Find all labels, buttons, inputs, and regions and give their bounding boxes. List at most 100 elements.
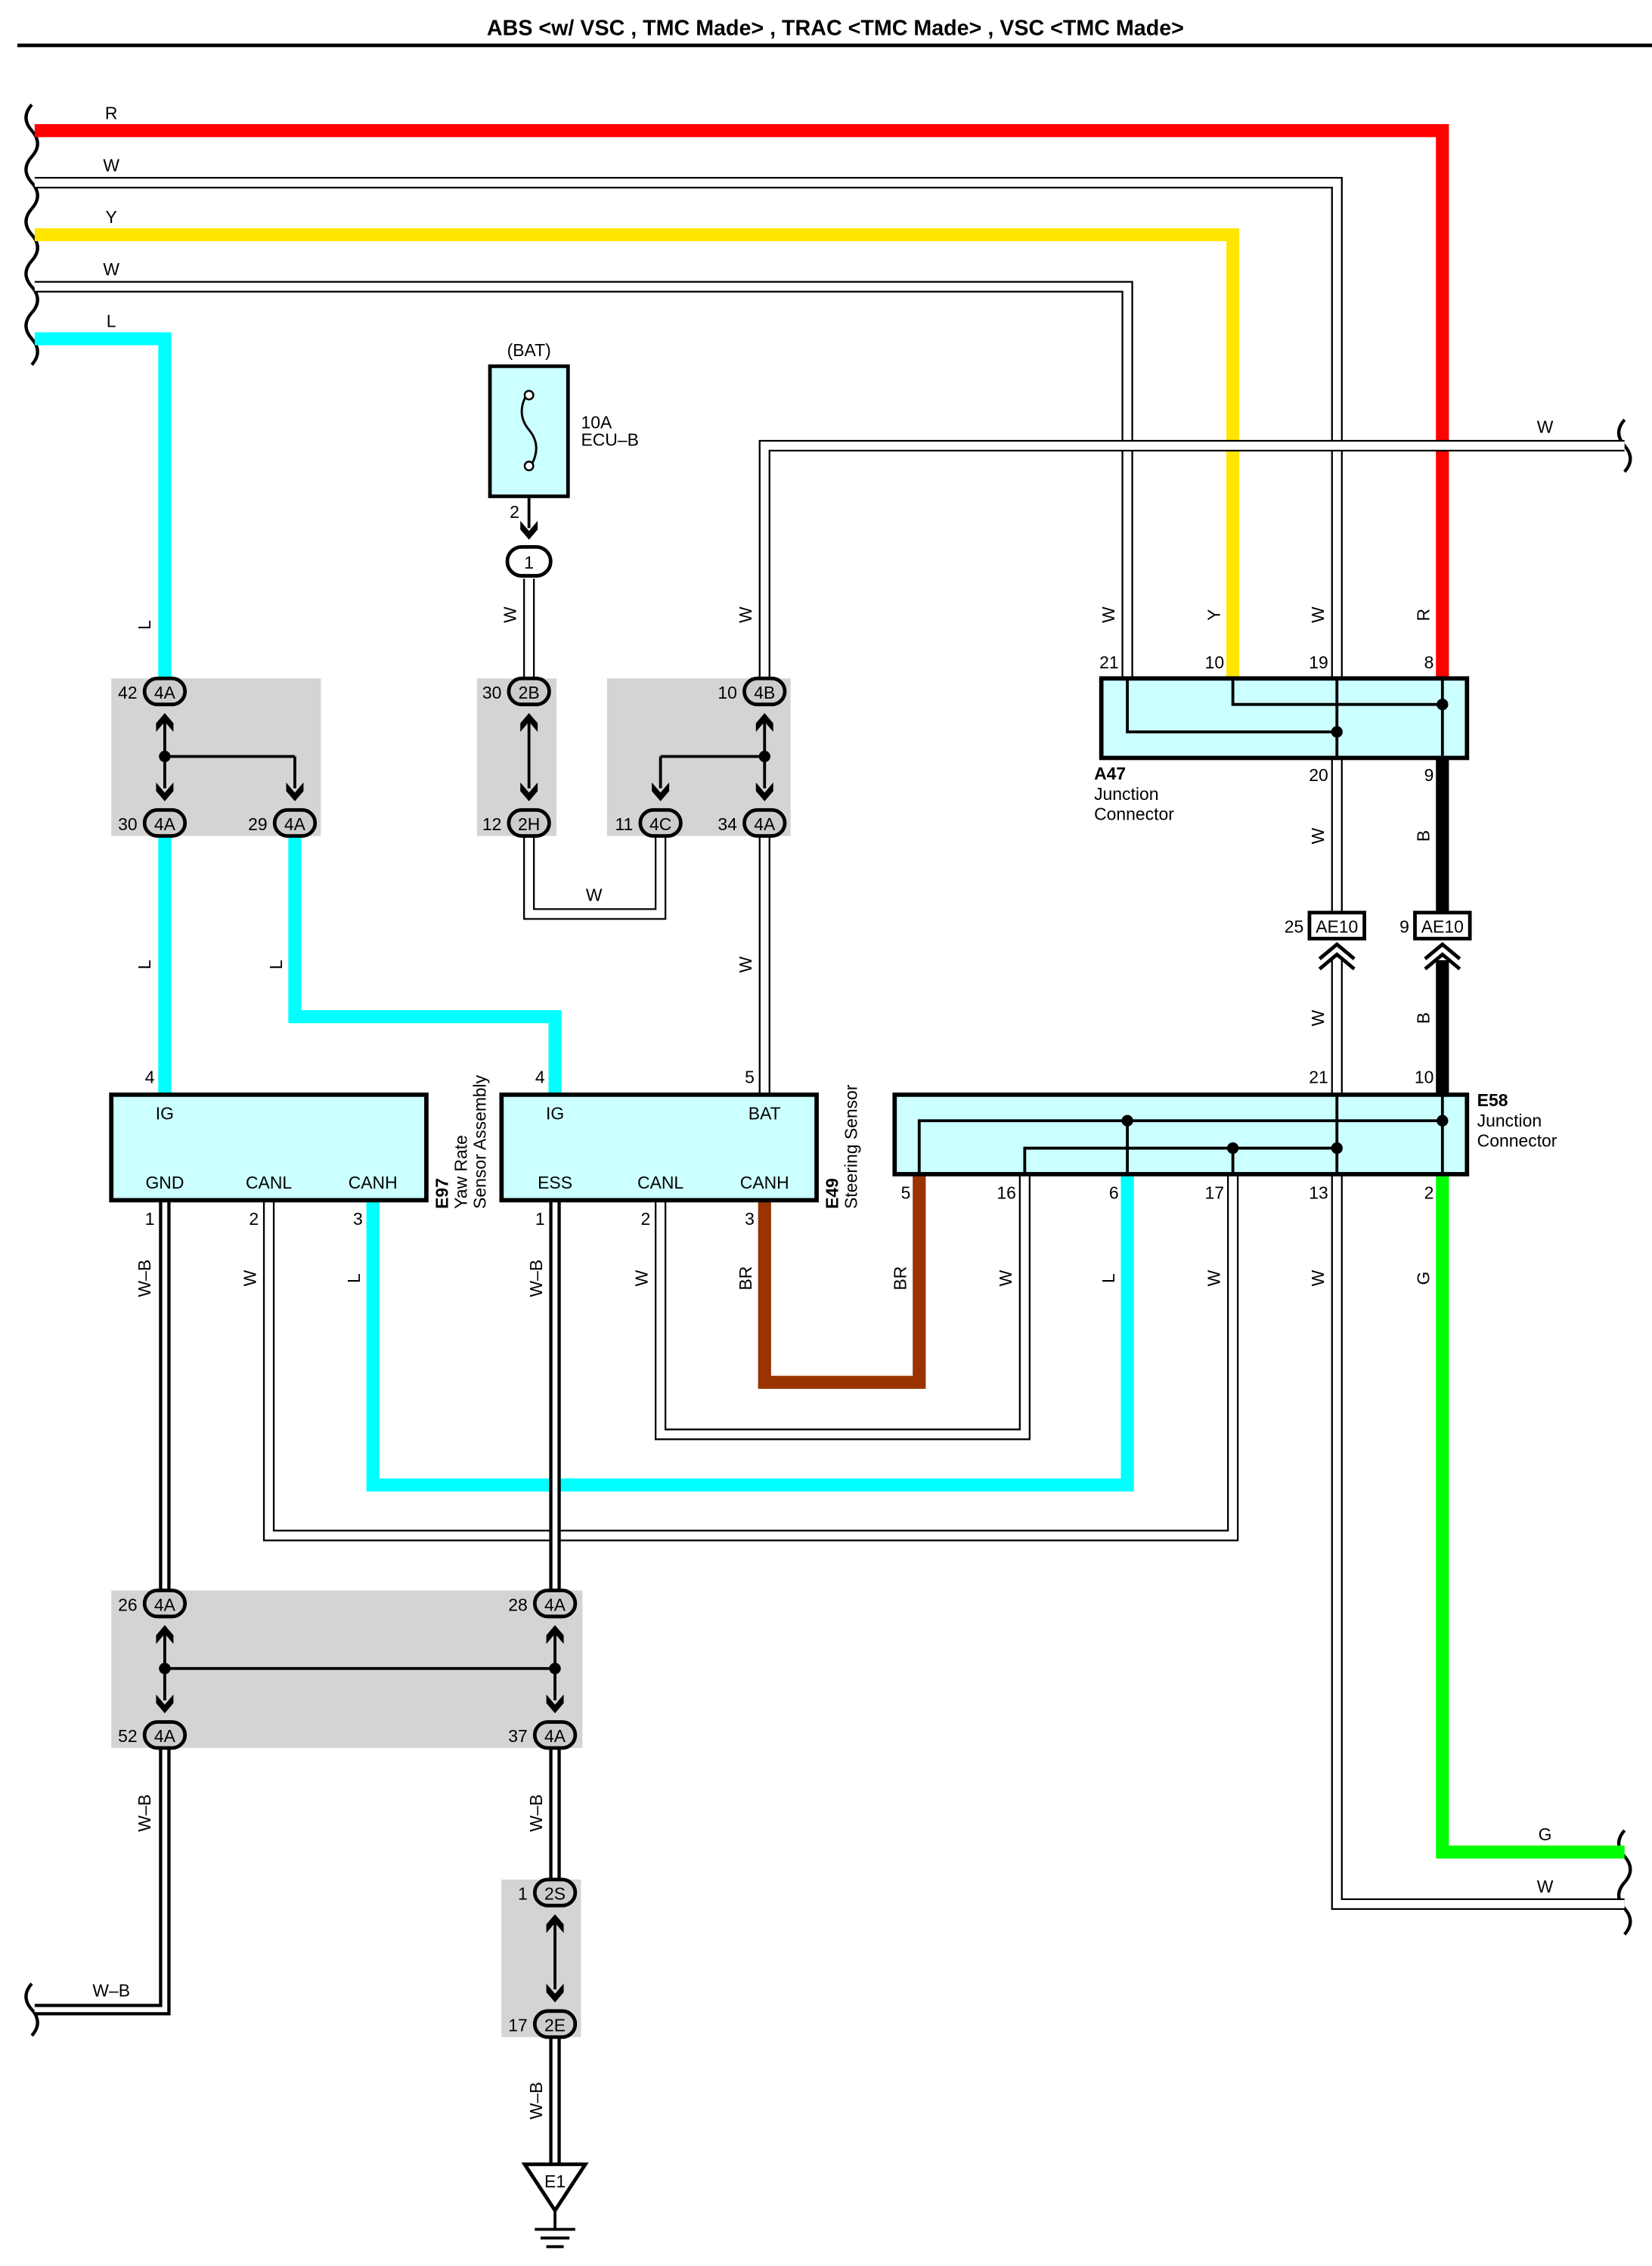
label-j2e-code: 2E (544, 2016, 566, 2035)
label-pin_nums-p9: 9 (1424, 765, 1434, 785)
label-wire_labels-l: L (135, 620, 154, 630)
label-j4b-pin: 10 (718, 683, 737, 702)
label-wire_labels-r: R (105, 103, 118, 122)
label-pins-gnd: GND (145, 1173, 184, 1192)
e58-name: Junction (1477, 1111, 1542, 1130)
label-wire_labels-br: BR (736, 1266, 755, 1291)
wire-white-2 (34, 281, 1133, 679)
label-j42-code: 4A (154, 683, 176, 702)
label-j4b-code: 4B (754, 683, 775, 702)
component-e58: 21 10 5 16 6 17 13 2 E58 Junction Connec… (892, 1068, 1557, 1202)
label-wire_labels-wb: W–B (92, 1981, 130, 2001)
wire-yellow (34, 228, 1240, 679)
fuse-source-label: (BAT) (507, 340, 551, 360)
label-j34-code: 4A (754, 814, 776, 834)
label-wire_labels-br: BR (891, 1266, 910, 1291)
label-j2e-pin: 17 (508, 2016, 527, 2035)
a47-name2: Connector (1094, 804, 1174, 824)
label-wire_labels-w: W (1537, 417, 1554, 436)
label-pin_nums-ig: 4 (145, 1068, 155, 1087)
label-pin_nums-ig: 4 (535, 1068, 545, 1087)
label-j34-pin: 34 (718, 814, 737, 834)
label-wire_labels-w: W (586, 885, 603, 905)
component-e97: IG GND CANL CANH 4 1 2 3 E97 Yaw Rate Se… (109, 1068, 489, 1229)
label-pin_nums-canl: 2 (640, 1209, 650, 1229)
label-pin_nums-p16: 16 (996, 1183, 1016, 1202)
label-pin_nums-canh: 3 (745, 1209, 755, 1229)
label-pins-canl: CANL (637, 1173, 683, 1192)
label-pin_nums-bat: 5 (745, 1068, 755, 1087)
label-j2b-pin: 30 (482, 683, 502, 702)
label-wire_labels-w: W (1308, 827, 1328, 844)
e49-code: E49 (823, 1178, 842, 1209)
label-j28-pin: 28 (508, 1595, 527, 1614)
label-pin_nums-gnd: 1 (145, 1209, 155, 1229)
label-pins-ig: IG (156, 1103, 174, 1123)
label-j26-code: 4A (154, 1595, 176, 1614)
label-wire_labels-w: W (736, 606, 755, 623)
label-ae25-pin: 25 (1285, 917, 1304, 937)
label-pins-ess: ESS (538, 1173, 572, 1192)
label-wire_labels-r: R (1414, 609, 1433, 622)
label-pin_nums-p10: 10 (1205, 653, 1225, 672)
fuse-pin-label: 2 (510, 502, 519, 522)
label-pin_nums-p17: 17 (1205, 1183, 1225, 1202)
splice-backgrounds (111, 678, 791, 2038)
label-wire_labels-w: W (996, 1269, 1015, 1286)
ground-e1: E1 (521, 2162, 589, 2249)
label-j2h-pin: 12 (482, 814, 502, 834)
label-wire_labels-b: B (1414, 830, 1433, 842)
label-wire_labels-wb: W–B (526, 1260, 546, 1297)
label-pin_nums-p5: 5 (901, 1183, 911, 1202)
label-j30-pin: 30 (118, 814, 138, 834)
label-pin_nums-p13: 13 (1309, 1183, 1328, 1202)
label-pin_nums-canh: 3 (353, 1209, 363, 1229)
label-pin_nums-p2: 2 (1424, 1183, 1434, 1202)
wire-blue-l-e49 (288, 835, 562, 1095)
wire-white-2h-4c (523, 835, 667, 920)
label-j4c-pin: 11 (615, 814, 633, 834)
label-pin_nums-p21: 21 (1309, 1068, 1328, 1087)
label-wire_labels-g: G (1414, 1272, 1433, 1285)
wire-wb-52-out (34, 1747, 171, 2016)
break-marks-left (24, 103, 39, 2037)
e97-name: Yaw Rate (451, 1135, 470, 1209)
wire-white-canl-e97 (262, 1173, 1239, 1542)
label-wire_labels-w: W (1308, 606, 1328, 623)
label-wire_labels-w: W (1204, 1269, 1223, 1286)
label-ae9-pin: 9 (1399, 917, 1409, 937)
label-ground-code: E1 (544, 2171, 566, 2191)
label-pin_nums-p21: 21 (1099, 653, 1119, 672)
label-j52-code: 4A (154, 1726, 176, 1746)
label-pin_nums-p19: 19 (1309, 653, 1328, 672)
label-wire_labels-l: L (135, 959, 154, 969)
label-wire_labels-w: W (500, 606, 519, 623)
splice-2s-2e: 2S 1 2E 17 (508, 1877, 578, 2039)
e97-code: E97 (432, 1178, 452, 1209)
label-pin_nums-p20: 20 (1309, 765, 1328, 785)
label-j37-pin: 37 (508, 1726, 527, 1746)
label-j30-code: 4A (154, 814, 176, 834)
label-wire_labels-w: W (631, 1269, 651, 1286)
label-ae25-code: AE10 (1316, 917, 1358, 937)
label-wire_labels-wb: W–B (526, 1794, 546, 1832)
label-wire_labels-w: W (103, 259, 119, 279)
page-title: ABS <w/ VSC , TMC Made> , TRAC <TMC Made… (487, 17, 1184, 41)
label-pin_nums-ess: 1 (535, 1209, 545, 1229)
label-j4c-code: 4C (649, 814, 671, 834)
wire-brown-br (758, 1173, 926, 1389)
e58-name2: Connector (1477, 1131, 1557, 1151)
label-wire_labels-l: L (107, 312, 116, 331)
label-wire_labels-b: B (1414, 1012, 1433, 1024)
splice-4a-bottom: 4A 26 4A 28 4A 52 4A 37 (118, 1589, 578, 1750)
fuse-connector (505, 544, 553, 578)
a47-code: A47 (1094, 764, 1126, 783)
label-j29-code: 4A (284, 814, 306, 834)
connector-ae10-25: AE10 25 (1285, 910, 1366, 971)
label-ae9-code: AE10 (1421, 917, 1464, 937)
label-pin_nums-canl: 2 (249, 1209, 259, 1229)
e97-name2: Sensor Assembly (470, 1074, 489, 1209)
label-wire_labels-w: W (1308, 1269, 1328, 1286)
label-wire_labels-l: L (1099, 1273, 1118, 1283)
